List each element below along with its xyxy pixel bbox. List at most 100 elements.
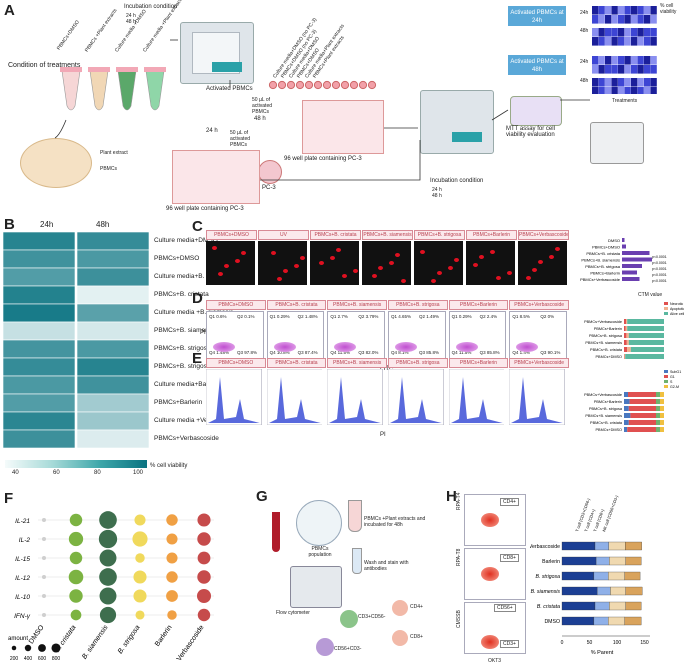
c-pval: p<0.0001	[652, 273, 667, 277]
f-row-label: IFN-γ	[14, 613, 31, 620]
incubator-2-tray	[452, 132, 482, 142]
f-bubble	[69, 513, 83, 527]
comet-nucleus	[300, 256, 305, 260]
heatmap-a-cell	[592, 87, 599, 94]
c-pval: p<0.0001	[652, 255, 667, 259]
d-bar-segment	[626, 340, 629, 345]
heatmap-b-row-label: PBMCs+Verbascoside	[154, 435, 219, 442]
d-bar-label: PBMCs+B. siamensis	[585, 341, 622, 345]
heatmap-b-row-label: PBMCs+Barlerin	[154, 399, 203, 406]
hflow-cluster	[481, 635, 499, 649]
annexin-title: PBMCs+Barlerin	[448, 300, 509, 310]
annexin-plot: Q1 0.6%Q2 0.1%Q4 1.48%Q3 97.8%	[206, 311, 264, 361]
h-ylab-1: RPA-T4	[456, 492, 462, 510]
e-bar-segment	[628, 406, 656, 411]
heatmap-a-cell	[611, 65, 618, 74]
heatmap-b-cell-48	[76, 285, 150, 305]
b-tick-80: 80	[94, 470, 101, 476]
hm-48-label-1: 48h	[580, 28, 589, 34]
c-xlabel: CTM value	[638, 292, 663, 298]
heatmap-a-cell	[618, 65, 625, 74]
g-population: PBMCs population	[308, 546, 332, 558]
c-bar	[622, 264, 642, 268]
cell-cycle-peak	[208, 377, 260, 423]
e-legend-label: SubG1	[670, 370, 681, 374]
heatmap-b-cell-24	[3, 321, 76, 341]
heatmap-a-cell	[592, 37, 599, 46]
e-bar-segment	[624, 392, 628, 397]
heatmap-a-cell	[644, 37, 651, 46]
comet-nucleus	[538, 260, 543, 264]
cell-cycle-histogram	[448, 369, 505, 425]
heatmap-a-cell	[611, 56, 618, 65]
f-bubble	[166, 571, 178, 583]
f-bubble	[197, 532, 211, 546]
f-bubble	[167, 610, 177, 620]
f-bubble	[99, 568, 117, 586]
h-ylab-2: RPA-T8	[456, 548, 462, 566]
comet-title: PBMCs+B. strigosa	[414, 230, 465, 240]
h-bar-label: Barlerin	[542, 559, 560, 565]
c-pval: p<0.0001	[652, 261, 667, 265]
c-bar	[622, 238, 625, 242]
e-xlab: PI	[380, 432, 386, 438]
comet-nucleus	[342, 274, 347, 278]
heatmap-b-row-label: Culture media+Barlerin	[154, 381, 221, 388]
annexin-population	[516, 342, 539, 352]
e-bar-segment	[656, 413, 660, 418]
annexin-population	[213, 342, 235, 352]
cell-cycle-peak	[268, 377, 321, 423]
b-col-48: 48h	[96, 220, 110, 229]
ul-bottom: 50 µL of activated PBMCs	[230, 130, 251, 148]
flow-cytometer	[290, 566, 342, 608]
pc3-label: PC-3	[262, 185, 276, 191]
heatmap-a-cell	[618, 37, 625, 46]
annexin-quad-text: Q4 8.1%	[391, 350, 409, 355]
f-col-label: B. strigosa	[117, 624, 142, 655]
annexin-plot: Q1 0.29%Q2 1.48%Q4 10.8%Q3 87.4%	[266, 311, 325, 361]
e-bar-segment	[630, 413, 656, 418]
cell-cycle-title: PBMCs+B. strigosa	[388, 358, 448, 368]
heatmap-a-cell	[637, 37, 644, 46]
annexin-population	[395, 342, 417, 352]
f-bubble	[99, 511, 117, 529]
g-c1: CD3+CD56-	[358, 614, 386, 620]
panel-label-b: B	[4, 216, 15, 233]
heatmap-a-cell	[605, 56, 612, 65]
heatmap-a-cell	[611, 6, 618, 15]
heatmap-a-cell	[592, 28, 599, 37]
panel-label-e: E	[192, 350, 203, 367]
incubation2-item-24: 24 h	[432, 187, 442, 193]
heatmap-b-row-label: Culture media+DMSO	[154, 237, 218, 244]
hflow-tag: CD3+	[500, 640, 519, 648]
f-bubble	[99, 549, 117, 567]
c-bar-label: PBMCs+B. cristata	[586, 251, 620, 256]
heatmap-a-cell	[598, 37, 605, 46]
e-bar-label: PBMCs+DMSO	[596, 428, 623, 432]
b-scale-label: % cell viability	[150, 463, 188, 469]
activated-pbmcs-label: Activated PBMCs	[206, 86, 253, 92]
e-bar-segment	[656, 392, 660, 397]
hm-24-label-1: 24h	[580, 10, 589, 16]
heatmap-b-cell-48	[76, 411, 150, 431]
comet-image	[362, 241, 411, 285]
annexin-quad-text: Q3 85.8%	[419, 350, 440, 355]
comet-nucleus	[330, 256, 335, 260]
heatmap-a-cell	[650, 87, 657, 94]
h-legend-label: NK cell (CD56+CD3-)	[601, 494, 619, 532]
heatmap-a-cell	[650, 56, 657, 65]
d-bar-segment	[627, 326, 664, 331]
f-bubble	[69, 589, 83, 603]
comet-title: PBMCs+Verbascoside	[518, 230, 569, 240]
heatmap-a-cell	[631, 65, 638, 74]
heatmap-b-cell-24	[3, 411, 76, 431]
annexin-quad-text: Q2 2.4%	[479, 314, 498, 319]
h-bar-segment	[625, 601, 642, 611]
e-bar-segment	[656, 399, 660, 404]
comet-nucleus	[241, 251, 246, 255]
comet-nucleus	[496, 276, 501, 280]
comet-nucleus	[454, 258, 459, 262]
annexin-quad-text: Q4 1.4%	[512, 350, 530, 355]
